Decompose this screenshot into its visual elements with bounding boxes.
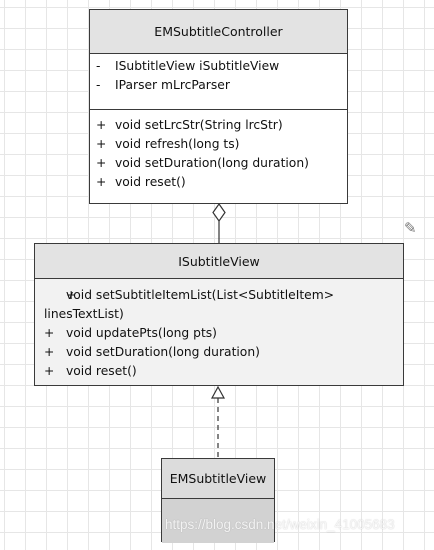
operation-row: + void reset() bbox=[44, 362, 403, 381]
operation-row: + void setDuration(long duration) bbox=[44, 343, 403, 362]
class-name: EMSubtitleController bbox=[90, 10, 347, 54]
watermark: https://blog.csdn.net/weixin_41005683 bbox=[165, 517, 395, 532]
operation-row: + void refresh(long ts) bbox=[90, 135, 347, 154]
class-name: ISubtitleView bbox=[35, 244, 403, 279]
class-emsubtitlecontroller[interactable]: EMSubtitleController - ISubtitleView iSu… bbox=[89, 9, 348, 204]
realization-arrowhead bbox=[210, 385, 226, 399]
operation-text: void reset() bbox=[66, 364, 137, 378]
visibility-marker: + bbox=[96, 156, 107, 170]
visibility-marker: + bbox=[44, 326, 55, 340]
attribute-text: IParser mLrcParser bbox=[115, 78, 230, 92]
operations-section: + void setLrcStr(String lrcStr) + void r… bbox=[90, 110, 347, 192]
attribute-row: - ISubtitleView iSubtitleView bbox=[90, 57, 347, 76]
realization-connector bbox=[210, 385, 226, 458]
attribute-text: ISubtitleView iSubtitleView bbox=[115, 59, 280, 73]
operation-text: void updatePts(long pts) bbox=[66, 326, 217, 340]
operation-text: void setDuration(long duration) bbox=[115, 156, 309, 170]
class-body bbox=[162, 499, 274, 543]
aggregation-diamond bbox=[212, 202, 226, 223]
pencil-icon[interactable]: ✎ bbox=[404, 219, 417, 237]
operation-row: + void setLrcStr(String lrcStr) bbox=[90, 116, 347, 135]
attribute-row: - IParser mLrcParser bbox=[90, 76, 347, 95]
visibility-marker: + bbox=[44, 364, 55, 378]
operation-text: void setSubtitleItemList(List<SubtitleIt… bbox=[44, 288, 334, 321]
operation-row: + void setDuration(long duration) bbox=[90, 154, 347, 173]
operation-row: + void reset() bbox=[90, 173, 347, 192]
attributes-section: - ISubtitleView iSubtitleView - IParser … bbox=[90, 54, 347, 110]
aggregation-connector bbox=[212, 202, 226, 243]
interface-isubtitleview[interactable]: ISubtitleView + void setSubtitleItemList… bbox=[34, 243, 404, 386]
operation-text: void setDuration(long duration) bbox=[66, 345, 260, 359]
visibility-marker: + bbox=[66, 288, 77, 302]
operation-text: void reset() bbox=[115, 175, 186, 189]
operation-text: void refresh(long ts) bbox=[115, 137, 240, 151]
class-name: EMSubtitleView bbox=[162, 459, 274, 499]
operations-section: + void setSubtitleItemList(List<Subtitle… bbox=[35, 279, 403, 381]
operation-row: + void updatePts(long pts) bbox=[44, 324, 403, 343]
visibility-marker: + bbox=[96, 137, 107, 151]
class-emsubtitleview[interactable]: EMSubtitleView bbox=[161, 458, 275, 543]
visibility-marker: - bbox=[96, 59, 101, 73]
visibility-marker: + bbox=[96, 175, 107, 189]
visibility-marker: + bbox=[96, 118, 107, 132]
operation-row: + void setSubtitleItemList(List<Subtitle… bbox=[44, 286, 403, 324]
visibility-marker: + bbox=[44, 345, 55, 359]
operation-text: void setLrcStr(String lrcStr) bbox=[115, 118, 283, 132]
visibility-marker: - bbox=[96, 78, 101, 92]
